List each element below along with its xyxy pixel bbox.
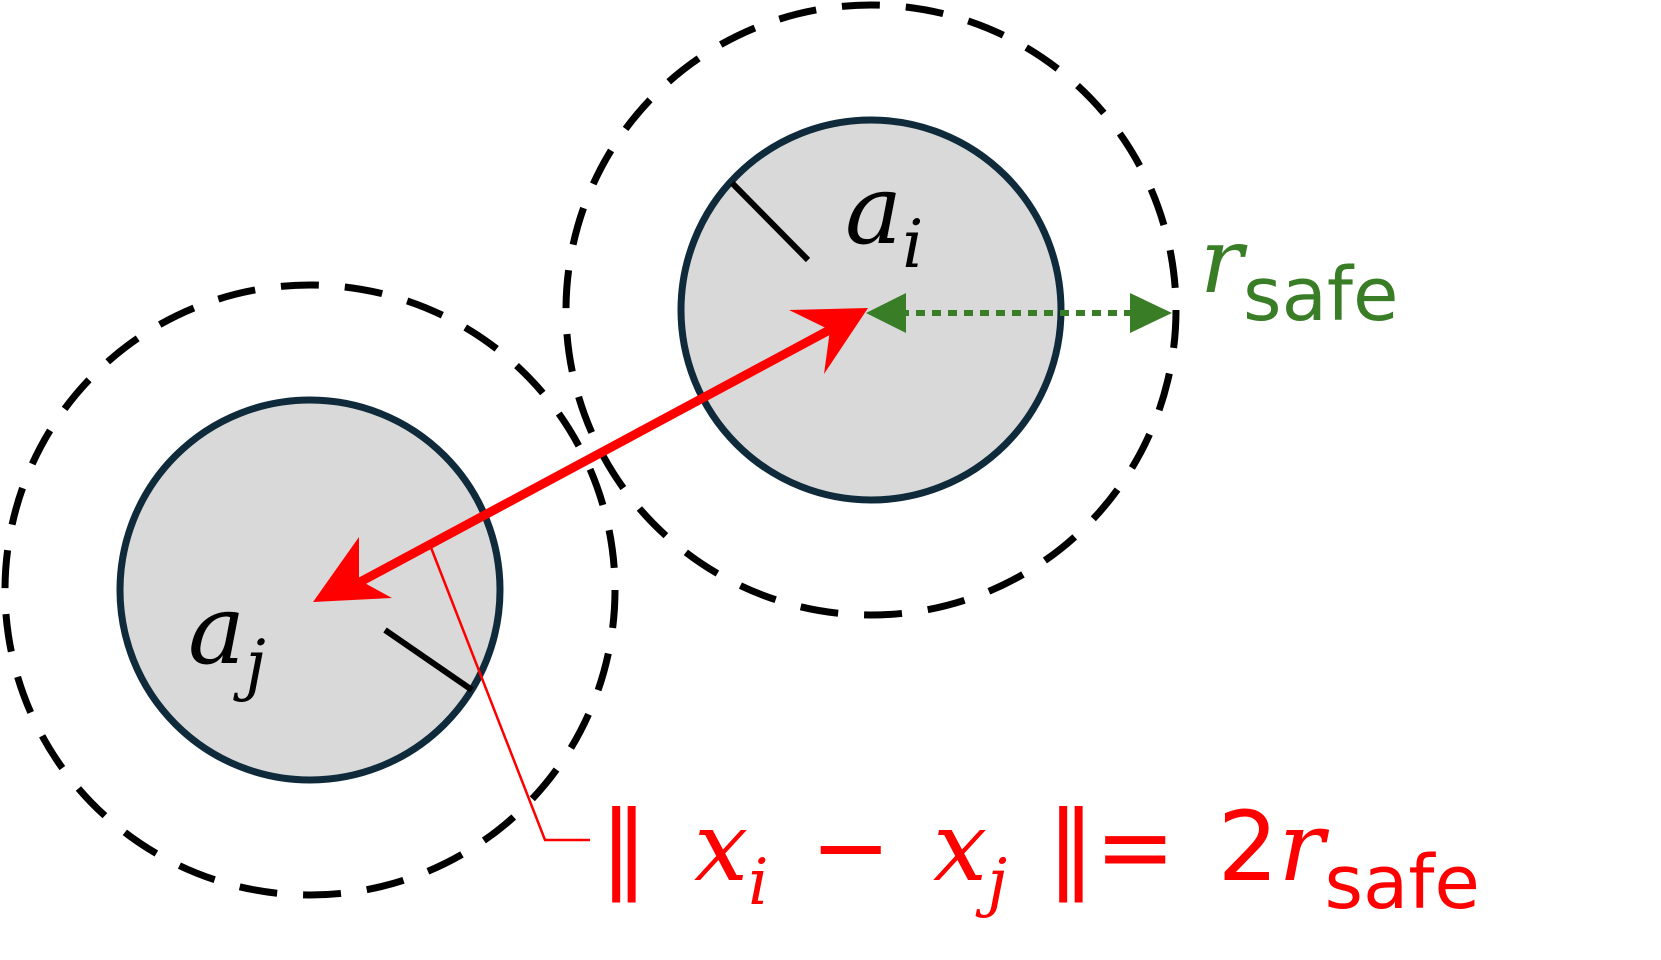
agent-i-radius-line	[729, 180, 811, 263]
safe-radius-subscript: safe	[1243, 252, 1398, 338]
agent-j-label: aj	[188, 574, 266, 703]
distance-arrowhead-i	[789, 308, 868, 374]
equation-coefficient: 2	[1217, 791, 1278, 903]
equation-close-norm-equals: ‖=	[1047, 791, 1175, 904]
safe-radius-arrowhead-right	[1130, 293, 1172, 333]
agent-j-body	[116, 396, 504, 784]
agent-i-label: ai	[845, 154, 923, 283]
safety-ring-j	[1, 281, 619, 899]
agent-i-subscript: i	[902, 206, 923, 283]
equation-leader-line	[428, 544, 590, 842]
equation-x1-subscript: i	[748, 846, 768, 920]
agent-j-radius-line	[383, 627, 474, 693]
equation-x1: x	[694, 791, 748, 903]
equation-r-subscript: safe	[1324, 840, 1479, 926]
agent-j-symbol: a	[188, 574, 245, 686]
equation-r: r	[1279, 791, 1330, 903]
equation-open-norm: ‖	[600, 791, 648, 904]
safe-radius-arrowhead-left	[866, 293, 906, 333]
distance-equation: ‖ xi − xj ‖= 2rsafe	[600, 791, 1480, 926]
equation-x2: x	[933, 791, 987, 903]
distance-arrowhead-j	[313, 537, 392, 602]
safe-radius-symbol: r	[1200, 209, 1248, 314]
safety-ring-i	[562, 1, 1180, 619]
distance-arrow-shaft	[357, 323, 838, 586]
safe-radius-label: rsafe	[1200, 209, 1399, 338]
agent-i-symbol: a	[845, 154, 902, 266]
equation-minus: −	[811, 791, 891, 903]
